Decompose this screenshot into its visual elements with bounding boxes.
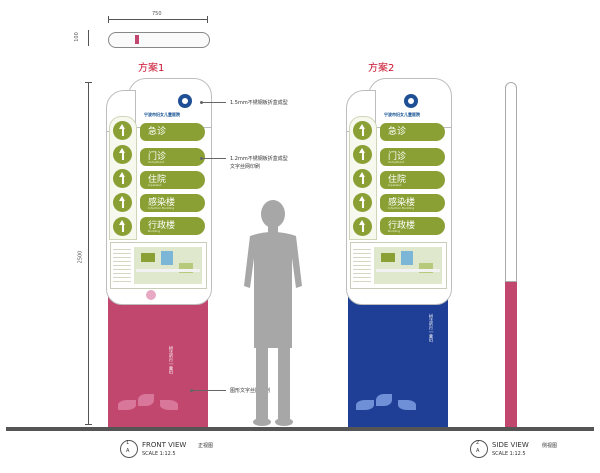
- human-silhouette: [244, 200, 302, 426]
- scheme-2-vertical-text: 树法听行 | 童妇: [429, 314, 434, 342]
- side-view-pole: [505, 82, 517, 428]
- side-view-cn: 侧视图: [542, 443, 558, 449]
- annotation-1-dot: [200, 101, 203, 104]
- side-view-pole-base: [505, 282, 517, 428]
- top-view-outline: [108, 32, 210, 48]
- scheme-2-title: 方案2: [368, 63, 395, 74]
- side-view-number: 2: [476, 440, 480, 446]
- scheme-1-destination-4: 感染楼 Infection Building: [140, 194, 205, 212]
- scheme-1-arrow-up-icon-1: [113, 121, 132, 140]
- scheme-1-arrow-up-icon-4: [113, 193, 132, 212]
- scheme-2-hospital-name: 宁波市妇女儿童医院: [384, 112, 420, 117]
- front-view-cn: 正视图: [198, 443, 214, 449]
- scheme-2-site-map: [350, 242, 447, 289]
- scheme-1-leaf-icon-1: [118, 400, 136, 410]
- scheme-1-destination-5: 行政楼 Building: [140, 217, 205, 235]
- top-view-depth-label: 100: [73, 32, 80, 42]
- annotation-1-leader: [202, 102, 226, 103]
- scheme-2-destination-5: 行政楼 Building: [380, 217, 445, 235]
- scheme-2-arrow-column: [349, 116, 377, 240]
- side-view-scale: SCALE 1:12.5: [492, 451, 526, 457]
- annotation-3: 文字丝网印刷: [230, 164, 261, 170]
- annotation-1: 1.5mm不锈钢板折盒成型: [230, 100, 288, 106]
- scheme-1-arrow-up-icon-5: [113, 217, 132, 236]
- front-view-number: 1: [126, 440, 130, 446]
- scheme-1-flower-icon: [146, 290, 156, 300]
- front-view-scale: SCALE 1:12.5: [142, 451, 176, 457]
- scheme-1-destination-1: 急诊: [140, 123, 205, 141]
- scheme-2-leaf-icon-2: [376, 394, 392, 406]
- scheme-1-map-building-2: [161, 251, 173, 265]
- scheme-1-hospital-logo-icon: [178, 94, 192, 108]
- scheme-1-map-road: [136, 269, 200, 272]
- scheme-2-sign: 宁波市妇女儿童医院 急诊 门诊 Outpatient 住院 Inpatient …: [346, 78, 452, 428]
- scheme-2-arrow-up-icon-3: [353, 169, 372, 188]
- height-dim-line: [88, 82, 89, 424]
- top-view-width-dim-line: [108, 19, 208, 20]
- scheme-1-leaf-icon-2: [138, 394, 154, 406]
- scheme-1-sign: 宁波市妇女儿童医院 急诊 门诊 Outpatient 住院 Inpatient …: [106, 78, 212, 428]
- scheme-1-site-map: [110, 242, 207, 289]
- scheme-2-hospital-logo-icon: [404, 94, 418, 108]
- scheme-2-arrow-up-icon-1: [353, 121, 372, 140]
- annotation-4-leader: [192, 390, 226, 391]
- side-view-number-circle: [470, 440, 488, 458]
- side-view-name: SIDE VIEW: [492, 441, 529, 449]
- side-view-pole-top: [505, 82, 517, 282]
- scheme-2-arrow-up-icon-5: [353, 217, 372, 236]
- scheme-2-destination-1: 急诊: [380, 123, 445, 141]
- side-view-label: 2 A SIDE VIEW 侧视图 SCALE 1:12.5: [470, 440, 590, 466]
- top-view-center-mark: [135, 35, 139, 44]
- height-label: 2500: [77, 250, 84, 264]
- front-view-number-circle: [120, 440, 138, 458]
- height-dim-tick-bottom: [85, 424, 92, 425]
- scheme-1-vertical-text: 树法听行 | 童妇: [169, 346, 174, 374]
- scheme-2-destination-3: 住院 Inpatient: [380, 171, 445, 189]
- scheme-1-leaf-icon-3: [160, 400, 178, 410]
- top-view-width-label: 750: [152, 11, 162, 17]
- scheme-2-map-road: [376, 269, 440, 272]
- height-dim-tick-top: [85, 82, 92, 83]
- scheme-1-destination-2: 门诊 Outpatient: [140, 148, 205, 166]
- scheme-1-hospital-name: 宁波市妇女儿童医院: [144, 112, 180, 117]
- front-view-label: 1 A FRONT VIEW 正视图 SCALE 1:12.5: [120, 440, 240, 466]
- scheme-1-map-building-3: [179, 263, 193, 273]
- scheme-2-map-building-1: [381, 253, 395, 262]
- ground-line: [6, 427, 594, 431]
- front-view-sub: A: [126, 448, 130, 454]
- annotation-2-dot: [200, 157, 203, 160]
- scheme-1-arrow-up-icon-2: [113, 145, 132, 164]
- scheme-1-destination-3: 住院 Inpatient: [140, 171, 205, 189]
- scheme-2-map-building-3: [419, 263, 433, 273]
- annotation-4: 图形文字丝网印刷: [230, 388, 271, 394]
- front-view-name: FRONT VIEW: [142, 441, 187, 449]
- scheme-2-destination-2: 门诊 Outpatient: [380, 148, 445, 166]
- side-view-sub: A: [476, 448, 480, 454]
- top-view-depth-dim-line: [88, 30, 89, 46]
- scheme-2-leaf-icon-3: [398, 400, 416, 410]
- scheme-2-leaf-icon-1: [356, 400, 374, 410]
- scheme-1-arrow-column: [109, 116, 137, 240]
- scheme-2-arrow-up-icon-2: [353, 145, 372, 164]
- annotation-2: 1.2mm不锈钢板折盒成型: [230, 156, 288, 162]
- annotation-2-leader: [202, 158, 226, 159]
- top-view-width-dim-tick-left: [108, 16, 109, 23]
- top-view-width-dim-tick-right: [207, 16, 208, 23]
- scheme-1-map-building-1: [141, 253, 155, 262]
- scheme-2-map-legend: [353, 246, 371, 284]
- scheme-2-arrow-up-icon-4: [353, 193, 372, 212]
- scheme-2-map-building-2: [401, 251, 413, 265]
- scheme-1-arrow-up-icon-3: [113, 169, 132, 188]
- scheme-2-destination-4: 感染楼 Infection Building: [380, 194, 445, 212]
- annotation-4-dot: [190, 389, 193, 392]
- scheme-1-map-legend: [113, 246, 131, 284]
- top-view: 750: [106, 6, 210, 48]
- scheme-1-title: 方案1: [138, 63, 165, 74]
- human-silhouette-shape: [244, 200, 302, 426]
